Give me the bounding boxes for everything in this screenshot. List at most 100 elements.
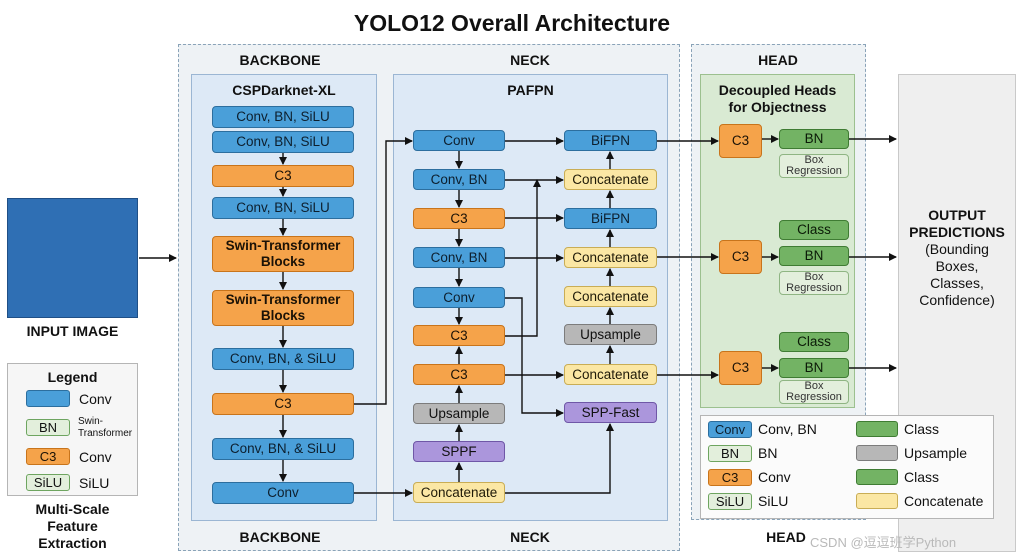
output-line4: Boxes, [935,258,979,274]
swin-block-2-text: Swin-Transformer Blocks [225,292,341,323]
backbone-c3-2: C3 [212,393,354,415]
box-reg-1-l2: Regression [786,165,842,177]
backbone-conv-bn-silu-2: Conv, BN, SiLU [212,131,354,153]
box-reg-1-l1: Box [804,154,824,166]
backbone-c3-1: C3 [212,165,354,187]
neck-label-top: NECK [510,52,550,68]
head-legend-class-label-2: Class [904,469,940,485]
left-legend-swin-l2: Transformer [78,428,133,439]
head-bn-1: BN [779,129,849,149]
head-legend-conv-label: Conv, BN [758,421,817,437]
neck-conv-bn-1: Conv, BN [413,169,505,190]
arrow-c3-to-concat2 [505,254,564,337]
neck-concatenate-1: Concatenate [564,169,657,190]
neck-concatenate-4: Concatenate [564,364,657,385]
head-legend-concatenate-swatch [856,493,898,509]
neck-title: PAFPN [507,82,554,98]
head-c3-1: C3 [719,124,762,158]
neck-spp-fast: SPP-Fast [564,402,657,423]
diagram-title: YOLO12 Overall Architecture [353,10,671,36]
head-legend-c3-chip: C3 [708,469,752,486]
head-legend-bn-chip: BN [708,445,752,462]
left-legend-silu-swatch: SiLU [26,474,70,491]
head-label-top: HEAD [758,52,798,68]
backbone-title: CSPDarknet-XL [232,82,336,98]
watermark: CSDN @逗逗班学Python [810,535,957,550]
arrow-conv2-to-sppfast [505,297,564,417]
output-line3: (Bounding [925,241,989,257]
head-class-3: Class [779,332,849,352]
backbone-conv-bn-silu-1: Conv, BN, SiLU [212,106,354,128]
neck-upsample-1: Upsample [413,403,505,424]
head-c3-2: C3 [719,240,762,274]
multi-scale-caption: Multi-Scale Feature Extraction [7,501,138,552]
input-image-label: INPUT IMAGE [26,323,119,339]
head-legend-bn-label: BN [758,445,778,461]
swin-block-1-text: Swin-Transformer Blocks [225,238,341,269]
neck-conv-bn-2: Conv, BN [413,247,505,268]
head-label-bottom: HEAD [766,529,806,545]
left-legend-swin-label: Swin- Transformer [78,416,132,440]
head-c3-3: C3 [719,351,762,385]
backbone-conv-bn-silu-4: Conv, BN, & SiLU [212,348,354,370]
output-line1: OUTPUT [928,207,986,223]
head-legend-class-swatch-2 [856,469,898,485]
backbone-label-top: BACKBONE [239,52,321,68]
arrow-convbn2-to-concat [505,179,541,259]
box-reg-3-l1: Box [804,380,824,392]
head-legend-concatenate-label: Concatenate [904,493,984,509]
output-line6: Confidence) [919,292,995,308]
left-legend-title: Legend [47,369,98,385]
head-box-regression-1: Box Regression [779,154,849,178]
neck-label-bottom: NECK [510,529,550,545]
arrow-bb-c3-to-neck-conv [354,137,413,405]
output-line5: Classes, [930,275,984,291]
left-legend-c3-swatch: C3 [26,448,70,465]
caption-line1: Multi-Scale [35,501,110,517]
neck-bifpn-1: BiFPN [564,130,657,151]
head-legend-class-swatch-1 [856,421,898,437]
arrow-concat-bottom-to-sppfast [505,423,614,494]
left-legend-bn-swatch: BN [26,419,70,436]
head-title-line2: for Objectness [728,99,827,115]
head-legend-conv-chip: Conv [708,421,752,438]
head-box-regression-3: Box Regression [779,380,849,404]
box-reg-2-l1: Box [804,271,824,283]
head-legend-upsample-swatch [856,445,898,461]
caption-line2: Feature [47,518,98,534]
head-bn-2: BN [779,246,849,266]
head-legend-class-label-1: Class [904,421,940,437]
box-reg-3-l2: Regression [786,391,842,403]
neck-c3-2: C3 [413,325,505,346]
backbone-conv-bn-silu-3: Conv, BN, SiLU [212,197,354,219]
head-legend-silu-chip: SiLU [708,493,752,510]
head-legend-upsample-label: Upsample [904,445,968,461]
input-image [7,198,138,318]
head-box-regression-2: Box Regression [779,271,849,295]
neck-upsample-2: Upsample [564,324,657,345]
backbone-conv: Conv [212,482,354,504]
head-class-2: Class [779,220,849,240]
left-legend-swin-l1: Swin- [78,416,104,427]
output-predictions: OUTPUT PREDICTIONS (Bounding Boxes, Clas… [898,207,1016,309]
neck-concatenate-bottom: Concatenate [413,482,505,503]
left-legend-conv-swatch [26,390,70,407]
head-legend-c3-label: Conv [758,469,791,485]
backbone-label-bottom: BACKBONE [239,529,321,545]
neck-concatenate-2: Concatenate [564,247,657,268]
neck-c3-3: C3 [413,364,505,385]
head-title-line1: Decoupled Heads [718,82,837,98]
output-line2: PREDICTIONS [909,224,1005,240]
box-reg-2-l2: Regression [786,282,842,294]
left-legend-conv-label: Conv [79,391,112,407]
head-bn-3: BN [779,358,849,378]
backbone-conv-bn-silu-5: Conv, BN, & SiLU [212,438,354,460]
neck-conv-2: Conv [413,287,505,308]
head-legend-silu-label: SiLU [758,493,789,509]
backbone-swin-block-2: Swin-Transformer Blocks [212,290,354,326]
neck-concatenate-3: Concatenate [564,286,657,307]
neck-c3-1: C3 [413,208,505,229]
neck-bifpn-2: BiFPN [564,208,657,229]
neck-sppf: SPPF [413,441,505,462]
left-legend-silu-label: SiLU [79,475,110,491]
